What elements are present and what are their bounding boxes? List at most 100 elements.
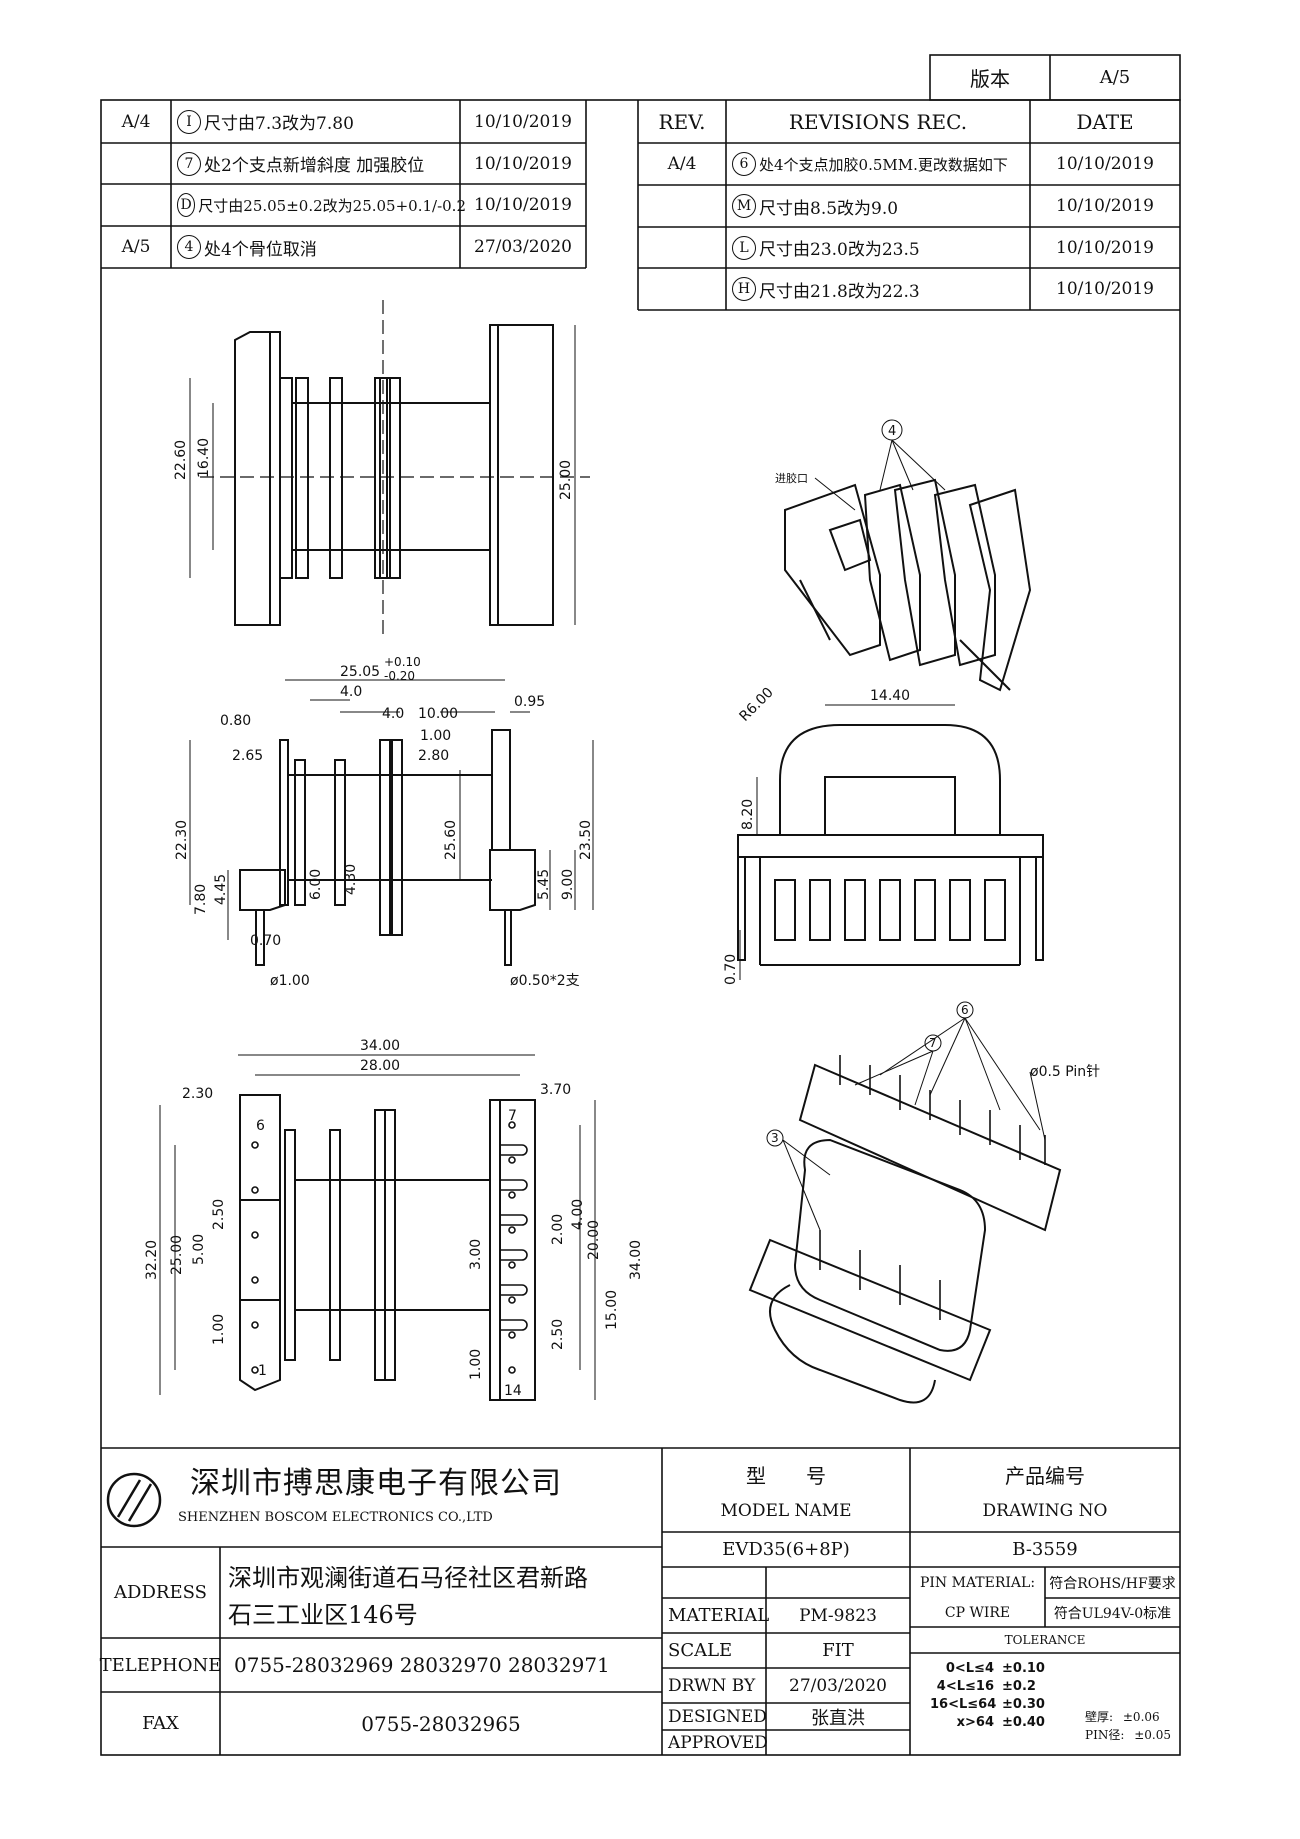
revision-text: 处4个支点加胶0.5MM.更改数据如下 <box>759 155 1008 174</box>
tolerance-value: ±0.40 <box>1002 1715 1045 1730</box>
tolerance-value: ±0.2 <box>1002 1679 1036 1694</box>
svg-text:5.45: 5.45 <box>536 869 552 900</box>
svg-text:0.80: 0.80 <box>220 713 251 729</box>
svg-text:6.00: 6.00 <box>308 869 324 900</box>
svg-text:32.20: 32.20 <box>144 1240 160 1280</box>
svg-text:0.70: 0.70 <box>250 933 281 949</box>
drawing-header-cn: 产品编号 <box>1005 1463 1085 1488</box>
pin-dia-tolerance: PIN径: ±0.05 <box>1085 1726 1180 1743</box>
iso-view-2 <box>748 1063 1062 1404</box>
svg-text:34.00: 34.00 <box>628 1240 644 1280</box>
svg-text:-0.20: -0.20 <box>384 669 415 683</box>
svg-text:20.00: 20.00 <box>586 1220 602 1260</box>
svg-text:8.20: 8.20 <box>740 799 756 830</box>
telephone-label: TELEPHONE <box>99 1654 222 1676</box>
iso-view-1 <box>784 478 1032 692</box>
designed-value: 张直洪 <box>811 1707 865 1729</box>
callout-mark: I <box>177 109 201 134</box>
left-rev-date-2: 10/10/2019 <box>474 195 572 215</box>
approved-label: APPROVED <box>668 1732 768 1753</box>
tolerance-row: 4<L≤16 ±0.2 <box>930 1678 1050 1696</box>
left-rev-0: A/4 <box>121 111 151 132</box>
wall-label: 壁厚: <box>1085 1710 1114 1724</box>
address-line-1: 深圳市观澜街道石马径社区君新路 <box>228 1563 588 1592</box>
drawing-number: B-3559 <box>1012 1539 1078 1560</box>
svg-text:1.00: 1.00 <box>468 1349 484 1380</box>
revision-text: 尺寸由8.5改为9.0 <box>759 198 899 219</box>
left-rev-date-1: 10/10/2019 <box>474 153 572 174</box>
pin-dia-label: PIN径: <box>1085 1728 1125 1742</box>
address-label: ADDRESS <box>114 1582 207 1603</box>
tolerance-row: x>64 ±0.40 <box>930 1714 1050 1732</box>
approved-value <box>766 1730 910 1755</box>
revisions-rec-header: REVISIONS REC. <box>788 109 968 134</box>
svg-text:7.80: 7.80 <box>193 884 209 915</box>
svg-text:4.00: 4.00 <box>570 1199 586 1230</box>
left-rev-3: A/5 <box>121 237 151 257</box>
ul-compliance: 符合UL94V-0标准 <box>1053 1605 1172 1622</box>
tolerance-range: 16<L≤64 <box>930 1697 997 1712</box>
svg-text:ø0.5 Pin针: ø0.5 Pin针 <box>1030 1064 1100 1080</box>
tolerance-value: ±0.10 <box>1002 1661 1045 1676</box>
svg-text:6: 6 <box>961 1003 969 1017</box>
version-label: 版本 <box>970 67 1010 91</box>
callout-mark: 6 <box>732 152 756 176</box>
pin-material-label: PIN MATERIAL: <box>919 1574 1036 1591</box>
svg-text:0.70: 0.70 <box>723 954 739 985</box>
tolerance-range: 4<L≤16 <box>936 1679 994 1694</box>
fax-label: FAX <box>142 1713 179 1734</box>
svg-text:3: 3 <box>771 1131 779 1145</box>
svg-text:1: 1 <box>258 1363 267 1379</box>
svg-text:ø1.00: ø1.00 <box>270 973 310 989</box>
svg-text:15.00: 15.00 <box>604 1290 620 1330</box>
tolerance-table: 0<L≤4±0.10 4<L≤16±0.2 16<L≤64±0.30 x>64±… <box>930 1660 1050 1732</box>
svg-text:25.60: 25.60 <box>443 820 459 860</box>
drawing-header-en: DRAWING NO <box>982 1501 1108 1521</box>
svg-text:2.50: 2.50 <box>211 1199 227 1230</box>
svg-text:2.65: 2.65 <box>232 748 263 764</box>
revision-text: 尺寸由7.3改为7.80 <box>204 114 354 134</box>
svg-text:14: 14 <box>504 1383 522 1399</box>
svg-text:7: 7 <box>508 1108 517 1124</box>
wall-value: ±0.06 <box>1122 1710 1160 1724</box>
svg-text:9.00: 9.00 <box>560 869 576 900</box>
svg-text:1.00: 1.00 <box>211 1314 227 1345</box>
callout-mark: L <box>732 235 756 260</box>
left-rev-date-3: 27/03/2020 <box>474 237 572 257</box>
model-header-en: MODEL NAME <box>720 1501 852 1521</box>
pin-dia-value: ±0.05 <box>1134 1728 1171 1742</box>
svg-text:4.30: 4.30 <box>343 864 359 895</box>
scale-value: FIT <box>822 1640 854 1661</box>
tolerance-row: 16<L≤64 ±0.30 <box>930 1696 1050 1714</box>
material-value: PM-9823 <box>799 1605 877 1626</box>
svg-text:1.00: 1.00 <box>420 728 451 744</box>
date-header: DATE <box>1076 109 1134 134</box>
svg-text:+0.10: +0.10 <box>384 655 421 669</box>
svg-text:14.40: 14.40 <box>870 688 910 704</box>
svg-text:2.00: 2.00 <box>550 1214 566 1245</box>
svg-text:ø0.50*2支: ø0.50*2支 <box>510 973 580 989</box>
callout-mark: M <box>732 194 756 218</box>
top-view-drawing <box>234 324 554 626</box>
side-view-drawing <box>737 724 1044 966</box>
right-rev-date-3: 10/10/2019 <box>1056 279 1154 299</box>
svg-text:4.0: 4.0 <box>340 684 362 700</box>
revision-text: 处4个骨位取消 <box>204 239 317 260</box>
svg-text:22.60: 22.60 <box>173 440 189 480</box>
svg-text:6: 6 <box>256 1118 265 1134</box>
revision-text: 尺寸由23.0改为23.5 <box>759 240 920 260</box>
right-rev-date-1: 10/10/2019 <box>1056 196 1154 216</box>
tolerance-range: x>64 <box>956 1715 994 1730</box>
scale-label: SCALE <box>668 1640 733 1661</box>
svg-text:2.30: 2.30 <box>182 1086 213 1102</box>
tolerance-value: ±0.30 <box>1002 1697 1045 1712</box>
material-label: MATERIAL <box>668 1605 770 1626</box>
